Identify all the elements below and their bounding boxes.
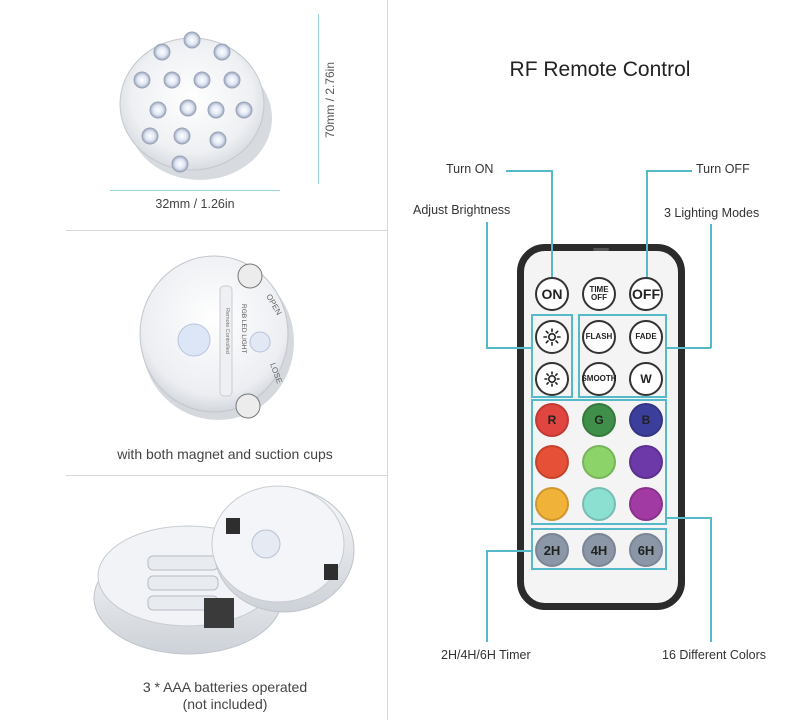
column-divider [387, 0, 388, 720]
flash-button[interactable]: FLASH [582, 320, 616, 354]
colors-callout: 16 Different Colors [662, 648, 766, 662]
timer-4h-button[interactable]: 4H [582, 533, 616, 567]
leader-line [486, 550, 531, 552]
turn-on-callout: Turn ON [446, 162, 494, 176]
leader-line [486, 347, 531, 349]
battery-caption: 3 * AAA batteries operated (not included… [100, 679, 350, 713]
section-divider [66, 475, 387, 476]
off-button[interactable]: OFF [629, 277, 663, 311]
sun-dim-icon [544, 371, 560, 387]
brightness-callout: Adjust Brightness [413, 203, 511, 217]
leader-line [486, 550, 488, 642]
leader-line [506, 170, 552, 172]
green-button[interactable]: G [582, 403, 616, 437]
leader-line [486, 222, 488, 348]
magnet-caption: with both magnet and suction cups [117, 446, 333, 462]
on-button[interactable]: ON [535, 277, 569, 311]
remote-label: Remote Controlled [224, 308, 230, 354]
colors-highlight [531, 399, 667, 525]
red-button[interactable]: R [535, 403, 569, 437]
section-divider [66, 230, 387, 231]
timer-2h-button[interactable]: 2H [535, 533, 569, 567]
width-dimension-line [110, 190, 280, 191]
battery-caption-line2: (not included) [182, 696, 268, 712]
height-dimension-line [318, 14, 319, 184]
height-dimension-label: 70mm / 2.76in [323, 61, 337, 139]
remote-title: RF Remote Control [509, 58, 691, 81]
color-button[interactable] [582, 445, 616, 479]
leader-line [710, 224, 712, 348]
leader-line [710, 517, 712, 642]
white-button[interactable]: W [629, 362, 663, 396]
brightness-highlight [531, 314, 573, 398]
brightness-down-button[interactable] [535, 362, 569, 396]
modes-callout: 3 Lighting Modes [664, 206, 760, 220]
brand-label: RGB LED LIGHT [240, 304, 247, 354]
width-dimension-label: 32mm / 1.26in [155, 197, 235, 211]
fade-button[interactable]: FADE [629, 320, 663, 354]
time-off-button[interactable]: TIME OFF [582, 277, 616, 311]
color-button[interactable] [629, 445, 663, 479]
color-button[interactable] [629, 487, 663, 521]
sun-icon [543, 328, 561, 346]
modes-highlight [578, 314, 667, 398]
leader-line [646, 170, 648, 277]
battery-caption-line1: 3 * AAA batteries operated [142, 679, 308, 695]
light-back-view: OPEN LOSE RGB LED LIGHT Remote Controlle… [139, 255, 294, 420]
leader-line [646, 170, 692, 172]
timer-6h-button[interactable]: 6H [629, 533, 663, 567]
timer-callout: 2H/4H/6H Timer [441, 648, 531, 662]
smooth-button[interactable]: SMOOTH [581, 362, 617, 396]
light-front-view [119, 31, 272, 180]
blue-button[interactable]: B [629, 403, 663, 437]
light-battery-view [93, 485, 355, 655]
leader-line [667, 347, 711, 349]
timer-highlight [531, 528, 667, 570]
ir-emitter [593, 248, 609, 251]
leader-line [551, 170, 553, 277]
color-button[interactable] [535, 445, 569, 479]
brightness-up-button[interactable] [535, 320, 569, 354]
color-button[interactable] [535, 487, 569, 521]
leader-line [667, 517, 711, 519]
color-button[interactable] [582, 487, 616, 521]
turn-off-callout: Turn OFF [696, 162, 750, 176]
